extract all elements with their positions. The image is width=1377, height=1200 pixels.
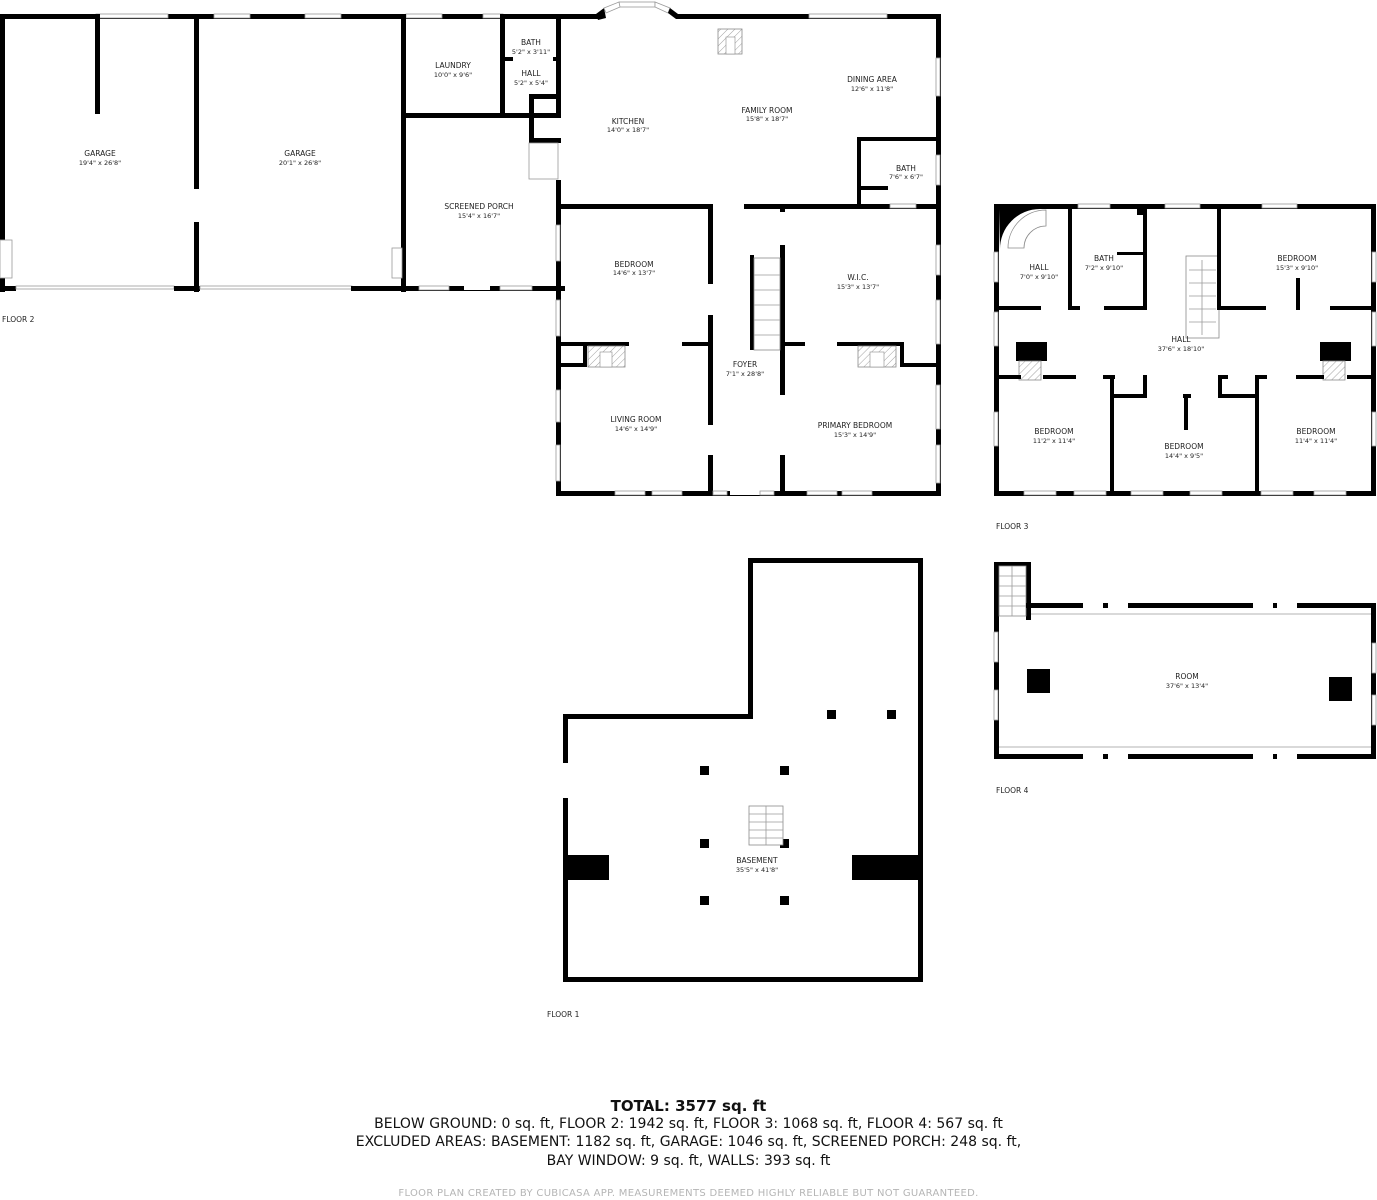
room-name: BATH	[896, 164, 916, 173]
room-name: SCREENED PORCH	[444, 202, 513, 211]
room-name: KITCHEN	[612, 117, 645, 126]
room-dims: 7'6" x 6'7"	[889, 173, 923, 181]
room-dims: 11'4" x 11'4"	[1295, 437, 1337, 445]
excluded-areas: EXCLUDED AREAS: BASEMENT: 1182 sq. ft, G…	[355, 1134, 1022, 1150]
room-name: BATH	[521, 38, 541, 47]
room-name: HALL	[521, 69, 541, 78]
room-name: HALL	[1029, 263, 1049, 272]
room-dims: 14'6" x 13'7"	[613, 269, 655, 277]
room-dims: 7'2" x 9'10"	[1085, 264, 1123, 272]
room-name: LIVING ROOM	[610, 415, 661, 424]
room-dims: 15'3" x 14'9"	[834, 431, 876, 439]
excluded-areas-cont: BAY WINDOW: 9 sq. ft, WALLS: 393 sq. ft	[546, 1153, 831, 1169]
room-name: LAUNDRY	[435, 61, 471, 70]
floor-3-plan: HALL 7'0" x 9'10" BATH 7'2" x 9'10" BEDR…	[993, 203, 1377, 531]
room-name: ROOM	[1175, 672, 1199, 681]
room-name: GARAGE	[84, 149, 116, 158]
room-dims: 14'6" x 14'9"	[615, 425, 657, 433]
room-name: BEDROOM	[1164, 442, 1203, 451]
room-name: BEDROOM	[614, 260, 653, 269]
floor-label: FLOOR 2	[2, 315, 35, 324]
room-dims: 15'4" x 16'7"	[458, 212, 500, 220]
floor-2-plan: GARAGE 19'4" x 26'8" GARAGE 20'1" x 26'8…	[0, 1, 941, 496]
floor-label: FLOOR 1	[547, 1010, 580, 1019]
floor-label: FLOOR 4	[996, 786, 1029, 795]
room-name: W.I.C.	[847, 273, 868, 282]
room-dims: 19'4" x 26'8"	[79, 159, 121, 167]
floor-label: FLOOR 3	[996, 522, 1029, 531]
room-dims: 5'2" x 5'4"	[514, 79, 548, 87]
room-name: HALL	[1171, 335, 1191, 344]
room-dims: 7'0" x 9'10"	[1020, 273, 1058, 281]
room-name: GARAGE	[284, 149, 316, 158]
room-name: BATH	[1094, 254, 1114, 263]
total-area: TOTAL: 3577 sq. ft	[610, 1097, 767, 1115]
room-dims: 37'6" x 13'4"	[1166, 682, 1208, 690]
room-name: BASEMENT	[736, 856, 778, 865]
room-dims: 15'8" x 18'7"	[746, 115, 788, 123]
room-dims: 15'3" x 9'10"	[1276, 264, 1318, 272]
room-dims: 11'2" x 11'4"	[1033, 437, 1075, 445]
room-dims: 7'1" x 28'8"	[726, 370, 764, 378]
room-dims: 20'1" x 26'8"	[279, 159, 321, 167]
room-name: PRIMARY BEDROOM	[818, 421, 892, 430]
floor-area-breakdown: BELOW GROUND: 0 sq. ft, FLOOR 2: 1942 sq…	[374, 1116, 1003, 1132]
room-dims: 35'5" x 41'8"	[736, 866, 778, 874]
floor-1-plan: BASEMENT 35'5" x 41'8" FLOOR 1	[547, 558, 923, 1019]
room-name: BEDROOM	[1296, 427, 1335, 436]
room-dims: 37'6" x 18'10"	[1158, 345, 1204, 353]
room-name: DINING AREA	[847, 75, 898, 84]
room-name: FAMILY ROOM	[741, 106, 792, 115]
room-name: FOYER	[733, 360, 757, 369]
room-dims: 14'4" x 9'5"	[1165, 452, 1203, 460]
room-dims: 12'6" x 11'8"	[851, 85, 893, 93]
room-name: BEDROOM	[1034, 427, 1073, 436]
floor-4-plan: ROOM 37'6" x 13'4" FLOOR 4	[993, 562, 1377, 795]
room-dims: 5'2" x 3'11"	[512, 48, 550, 56]
room-dims: 15'3" x 13'7"	[837, 283, 879, 291]
disclaimer-credit: FLOOR PLAN CREATED BY CUBICASA APP. MEAS…	[398, 1188, 979, 1199]
room-name: BEDROOM	[1277, 254, 1316, 263]
room-dims: 10'0" x 9'6"	[434, 71, 472, 79]
room-dims: 14'0" x 18'7"	[607, 126, 649, 134]
